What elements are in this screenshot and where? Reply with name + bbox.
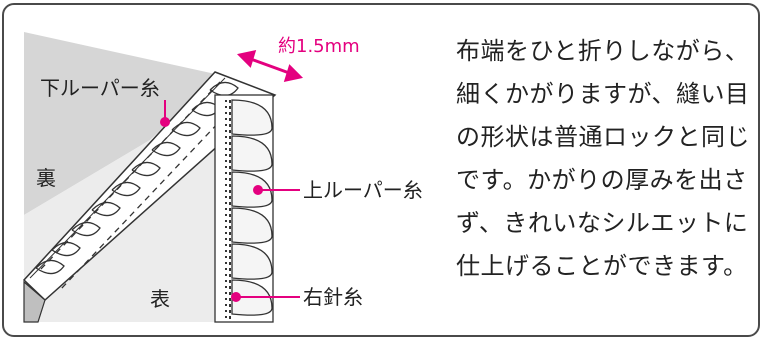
upper-looper-label: 上ルーパー糸 (303, 178, 423, 202)
description-line: 細くかがりますが、縫い目 (456, 80, 750, 108)
fabric-back (24, 32, 220, 215)
description-line: ず、きれいなシルエットに (456, 209, 749, 237)
description-line: です。かがりの厚みを出さ (456, 166, 748, 194)
description-text: 布端をひと折りしながら、 細くかがりますが、縫い目 の形状は普通ロックと同じ で… (456, 30, 756, 288)
width-label: 約1.5mm (278, 36, 360, 57)
description-line: の形状は普通ロックと同じ (456, 123, 750, 151)
lower-looper-label: 下ルーパー糸 (40, 76, 160, 100)
description-line: 布端をひと折りしながら、 (456, 37, 750, 65)
description-line: 仕上げることができます。 (456, 252, 748, 280)
front-label: 表 (150, 287, 170, 311)
back-label: 裏 (36, 166, 56, 190)
right-needle-label: 右針糸 (303, 285, 363, 309)
width-dimension (236, 49, 304, 83)
right-needle-stitches (225, 100, 231, 320)
upper-looper-stitches (231, 99, 273, 316)
